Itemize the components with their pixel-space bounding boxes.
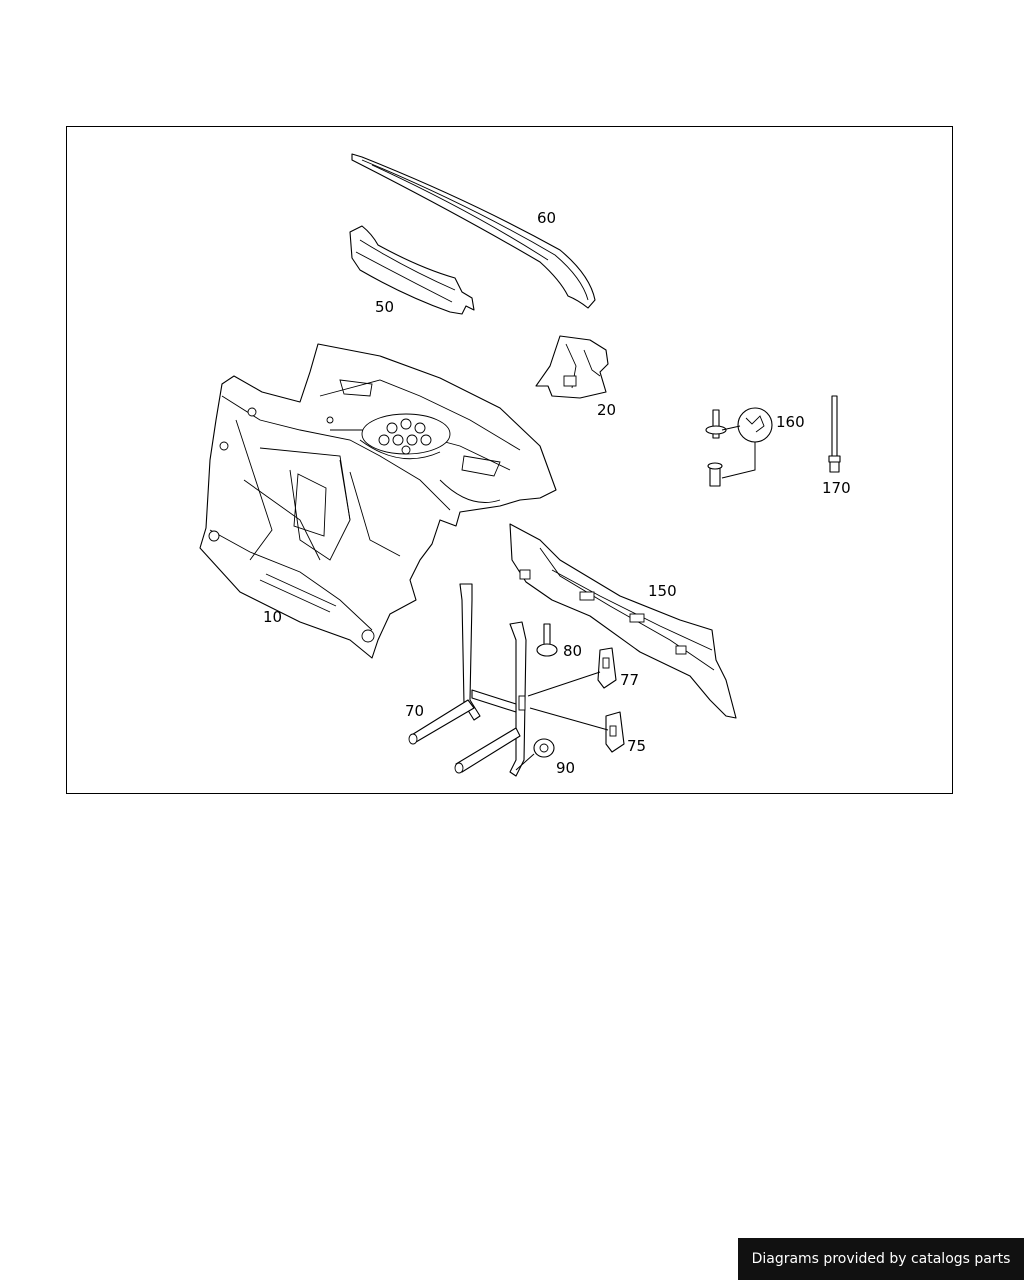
part-160-stud-nut[interactable]: [705, 407, 773, 487]
callout-150: 150: [648, 582, 677, 600]
callout-90: 90: [556, 759, 575, 777]
callout-10: 10: [263, 608, 282, 626]
part-77-clip[interactable]: [527, 647, 617, 697]
callout-170: 170: [822, 479, 851, 497]
footer-credit-banner: Diagrams provided by catalogs parts: [738, 1238, 1024, 1280]
callout-60: 60: [537, 209, 556, 227]
part-20-bracket[interactable]: [535, 335, 609, 399]
callout-75: 75: [627, 737, 646, 755]
part-50-bracket-channel[interactable]: [349, 225, 475, 315]
callout-80: 80: [563, 642, 582, 660]
part-80-bolt[interactable]: [536, 623, 558, 657]
part-75-clip[interactable]: [529, 707, 625, 753]
part-170-long-bolt[interactable]: [828, 395, 841, 473]
callout-77: 77: [620, 671, 639, 689]
callout-50: 50: [375, 298, 394, 316]
callout-160: 160: [776, 413, 805, 431]
part-70-tube-frame[interactable]: [408, 583, 527, 777]
callout-20: 20: [597, 401, 616, 419]
part-60-rear-rail[interactable]: [351, 153, 596, 309]
part-10-rear-panel-assembly[interactable]: [199, 343, 557, 659]
footer-credit-text: Diagrams provided by catalogs parts: [751, 1251, 1011, 1267]
part-150-side-member[interactable]: [509, 523, 737, 719]
callout-70: 70: [405, 702, 424, 720]
part-90-nut[interactable]: [515, 738, 555, 771]
